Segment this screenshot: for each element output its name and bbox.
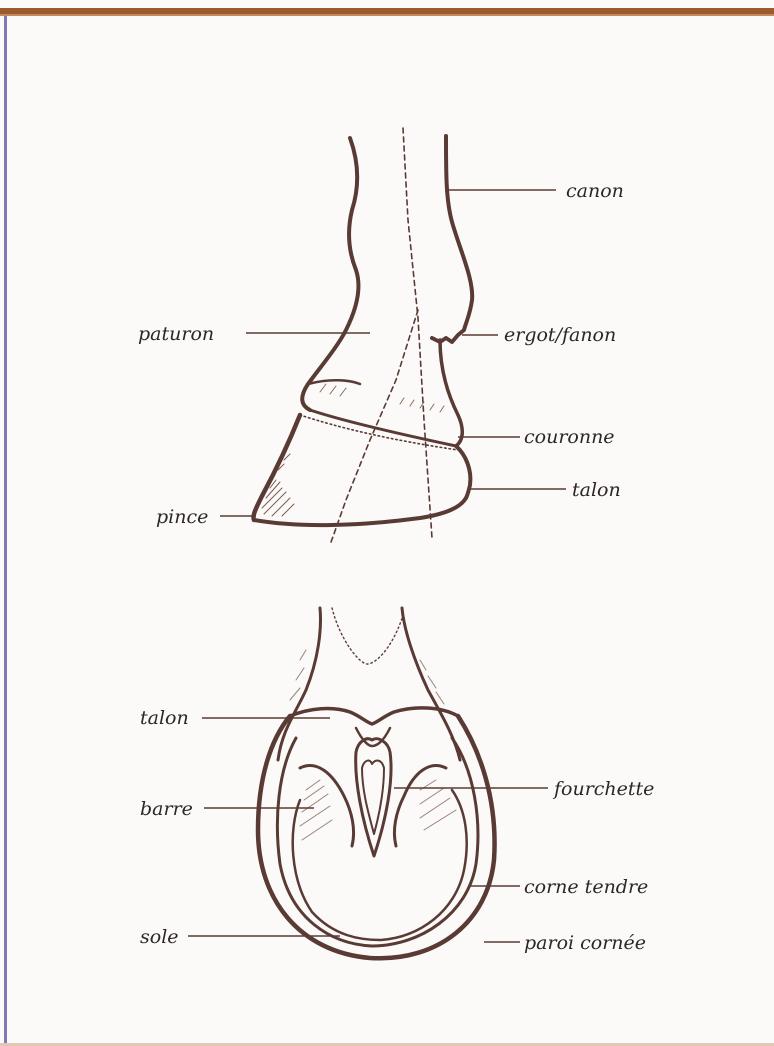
coronet-band: [310, 410, 456, 446]
label-sole: sole: [140, 926, 179, 948]
sole-pastern-dotted: [332, 608, 404, 664]
label-talon-sole: talon: [140, 707, 189, 729]
label-talon-side: talon: [572, 479, 621, 501]
label-canon: canon: [566, 180, 624, 202]
label-couronne: couronne: [524, 426, 615, 448]
label-ergot-fanon: ergot/fanon: [504, 324, 616, 346]
frog: [356, 739, 391, 856]
side-leaders: [220, 190, 566, 516]
cannon-back-outline: [432, 136, 472, 342]
coronet-top: [308, 380, 360, 384]
side-view-hoof: [253, 128, 472, 545]
coronet-hatching: [320, 384, 444, 412]
label-pince: pince: [156, 506, 208, 528]
bone-axis-dashed-1: [403, 128, 432, 538]
label-paturon: paturon: [138, 323, 214, 345]
cannon-front-outline: [302, 138, 358, 410]
label-fourchette: fourchette: [552, 778, 654, 800]
label-barre: barre: [140, 798, 193, 820]
label-corne-tendre: corne tendre: [524, 876, 648, 898]
left-bar: [300, 766, 354, 846]
heel-bulbs: [290, 708, 458, 724]
hoof-heel: [456, 446, 470, 498]
sole-pastern-left: [278, 608, 320, 760]
pastern-back-outline: [440, 340, 462, 446]
label-paroi-cornee: paroi cornée: [524, 932, 646, 954]
sole-view-hoof: [258, 608, 495, 958]
hoof-toe-wall: [253, 415, 300, 520]
